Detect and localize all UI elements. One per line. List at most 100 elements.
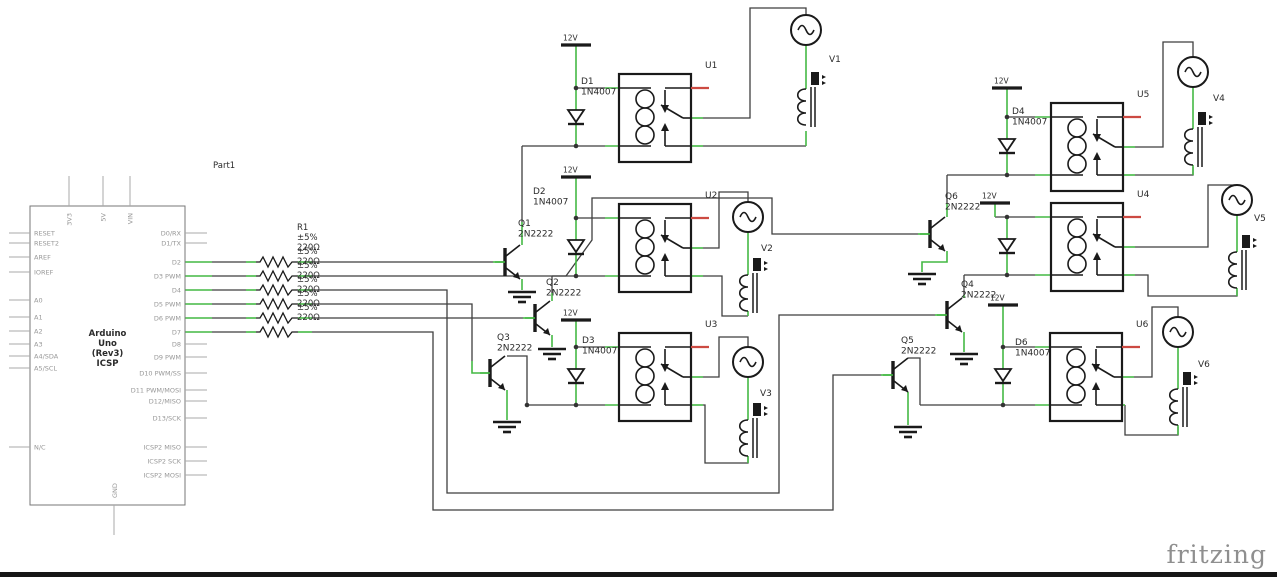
junction-dot xyxy=(573,215,579,221)
resistor-value: 220Ω xyxy=(297,299,320,309)
supply-12v[interactable]: 12V xyxy=(561,34,591,47)
arduino-body[interactable] xyxy=(29,205,186,506)
wire-segment[interactable] xyxy=(893,357,909,370)
supply-12v[interactable]: 12V xyxy=(992,77,1022,90)
wire[interactable] xyxy=(1134,306,1179,378)
transistor-designator: Q6 xyxy=(945,192,958,202)
wire-segment[interactable] xyxy=(505,244,521,257)
arduino-uno[interactable]: Part1RESETRESET2AREFIOREFA0A1A2A3A4/SDAA… xyxy=(9,161,235,535)
arduino-pin-label: D8 xyxy=(172,341,181,349)
ac-source-v6[interactable]: V6 xyxy=(1162,316,1210,427)
coil-loop-icon xyxy=(635,384,655,404)
wire[interactable] xyxy=(908,357,921,405)
wire[interactable] xyxy=(312,289,935,494)
wire-segment[interactable] xyxy=(1092,133,1116,148)
supply-12v[interactable]: 12V xyxy=(561,166,591,179)
wire-segment[interactable] xyxy=(490,355,506,368)
wire[interactable] xyxy=(703,336,749,378)
ac-source-v5[interactable]: V5 xyxy=(1221,184,1266,290)
wire-segment[interactable] xyxy=(660,104,684,119)
wire[interactable] xyxy=(256,283,298,297)
arduino-pin-label: RESET xyxy=(34,230,55,238)
relay-u5[interactable]: U5 xyxy=(1049,90,1149,193)
wire-segment[interactable] xyxy=(660,234,684,249)
wire-segment[interactable] xyxy=(1092,233,1116,248)
wire[interactable] xyxy=(703,275,748,317)
wire[interactable] xyxy=(256,269,298,283)
wire[interactable] xyxy=(703,191,749,249)
ac-source-v1[interactable]: V1 xyxy=(790,14,841,127)
wire[interactable] xyxy=(921,251,948,272)
wire[interactable] xyxy=(1135,41,1194,148)
switch-arrow-up-icon xyxy=(661,253,669,261)
solenoid-mark-icon xyxy=(764,267,768,271)
diode-designator: D6 xyxy=(1015,338,1028,348)
wire-segment[interactable] xyxy=(660,363,684,378)
wire[interactable] xyxy=(256,311,298,325)
wire-segment[interactable] xyxy=(1091,363,1115,378)
wire[interactable] xyxy=(507,355,528,405)
arduino-pin-label: D1/TX xyxy=(161,240,181,248)
wire[interactable] xyxy=(312,197,918,277)
relay-u6[interactable]: U6 xyxy=(1048,320,1149,423)
arduino-pin-label: A4/SDA xyxy=(34,353,59,361)
fritzing-watermark: fritzing xyxy=(1166,540,1267,569)
window-bottom-edge xyxy=(0,572,1277,577)
relay-u3[interactable]: U3 xyxy=(617,320,717,423)
relay-u4[interactable]: U4 xyxy=(1049,190,1150,293)
ac-source-v2[interactable]: V2 xyxy=(732,201,773,313)
diode-designator: D3 xyxy=(582,336,595,346)
arduino-pin-label: D9 PWM xyxy=(154,354,181,362)
source-designator: V5 xyxy=(1254,214,1266,224)
sine-wave-icon xyxy=(739,356,757,368)
wire[interactable] xyxy=(256,255,298,269)
wire[interactable] xyxy=(256,325,298,339)
wire[interactable] xyxy=(1135,274,1238,297)
part1-label: Part1 xyxy=(213,161,235,171)
solenoid-coil-icon xyxy=(738,419,749,457)
wire-segment[interactable] xyxy=(930,216,946,229)
wire[interactable] xyxy=(256,297,298,311)
supply-12v[interactable]: 12V xyxy=(561,309,591,322)
diode-part: 1N4007 xyxy=(581,88,616,98)
wire-segment[interactable] xyxy=(947,297,963,310)
coil-loop-icon xyxy=(635,125,655,145)
supply-12v[interactable]: 12V xyxy=(980,192,1010,205)
wire-segment[interactable] xyxy=(535,300,551,313)
wire[interactable] xyxy=(471,361,490,374)
arduino-pin-label: A3 xyxy=(34,341,43,349)
ac-source-v3[interactable]: V3 xyxy=(732,346,772,458)
ac-source-v4[interactable]: V4 xyxy=(1177,56,1225,167)
wire[interactable] xyxy=(1135,167,1194,176)
ground-symbol xyxy=(950,352,978,366)
wire[interactable] xyxy=(312,303,473,361)
supply-12v[interactable]: 12V xyxy=(988,294,1018,307)
wire[interactable] xyxy=(703,7,807,119)
transistor-designator: Q1 xyxy=(518,219,531,229)
arduino-pin-label: D11 PWM/MOSI xyxy=(131,387,181,395)
relay-designator: U6 xyxy=(1136,320,1149,330)
coil-loop-icon xyxy=(1067,254,1087,274)
transistor-part: 2N2222 xyxy=(546,289,581,299)
relay-u1[interactable]: U1 xyxy=(617,61,717,164)
wire[interactable] xyxy=(312,331,881,511)
relay-u2[interactable]: U2 xyxy=(617,191,717,294)
transistor-part: 2N2222 xyxy=(945,203,980,213)
diode[interactable] xyxy=(997,238,1017,255)
sine-wave-icon xyxy=(739,211,757,223)
arduino-pin-label: RESET2 xyxy=(34,240,59,248)
resistor-bank-r1[interactable]: ±5%220Ω±5%220Ω±5%220Ω±5%220Ω±5%220Ω±5%22… xyxy=(256,223,320,339)
wire[interactable] xyxy=(1135,184,1237,248)
